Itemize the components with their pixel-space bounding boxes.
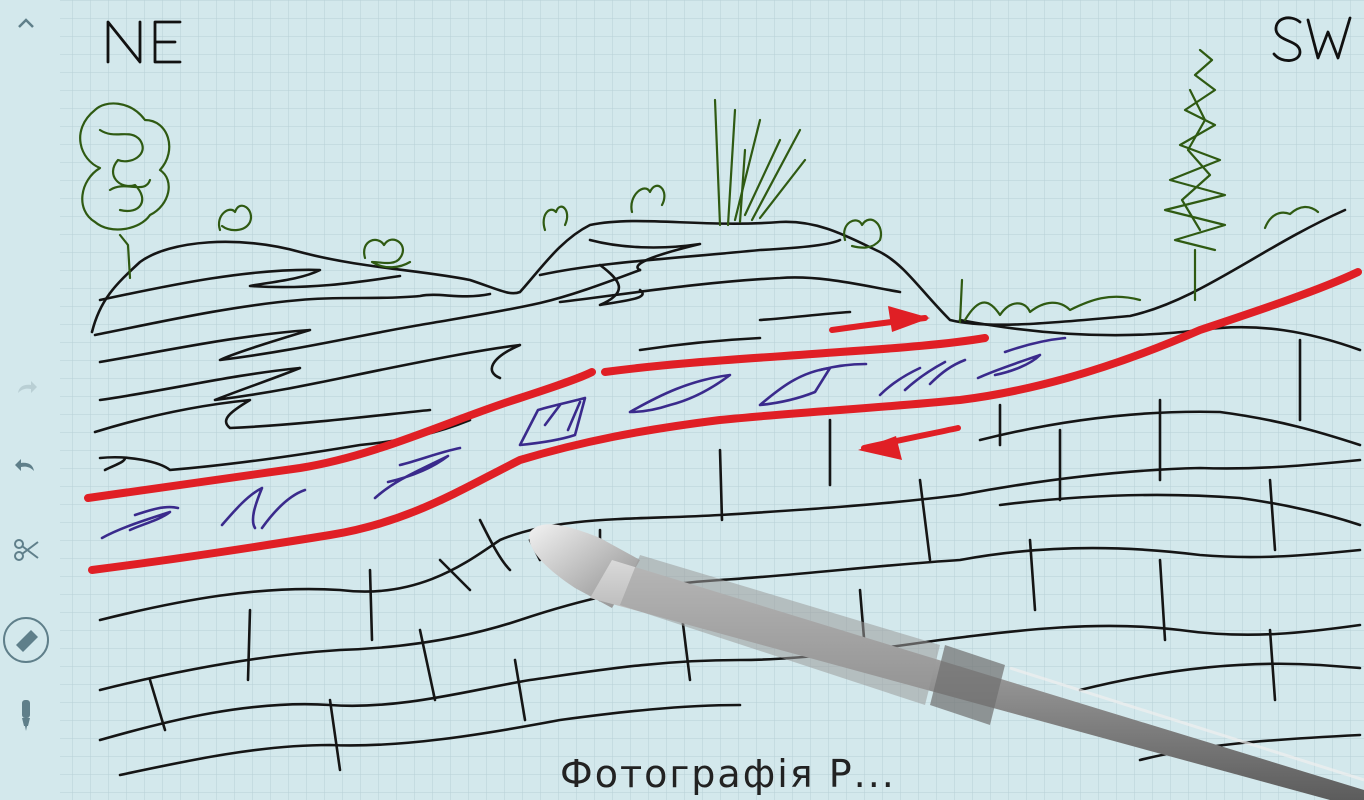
collapse-toolbar-button[interactable] xyxy=(6,4,46,44)
redo-button[interactable] xyxy=(6,368,46,408)
chevron-up-icon xyxy=(14,12,38,36)
scissors-button[interactable] xyxy=(6,530,46,570)
undo-button[interactable] xyxy=(6,446,46,486)
redo-icon xyxy=(13,375,39,401)
scissors-icon xyxy=(12,536,40,564)
pen-tool-button[interactable] xyxy=(6,695,46,735)
pen-icon xyxy=(14,698,38,732)
eraser-icon xyxy=(1,615,51,665)
caption-text: Фотографія Р... xyxy=(560,752,896,796)
eraser-button[interactable] xyxy=(0,614,52,666)
left-toolbar xyxy=(0,0,52,800)
grid-pattern xyxy=(60,0,1364,800)
undo-icon xyxy=(13,453,39,479)
